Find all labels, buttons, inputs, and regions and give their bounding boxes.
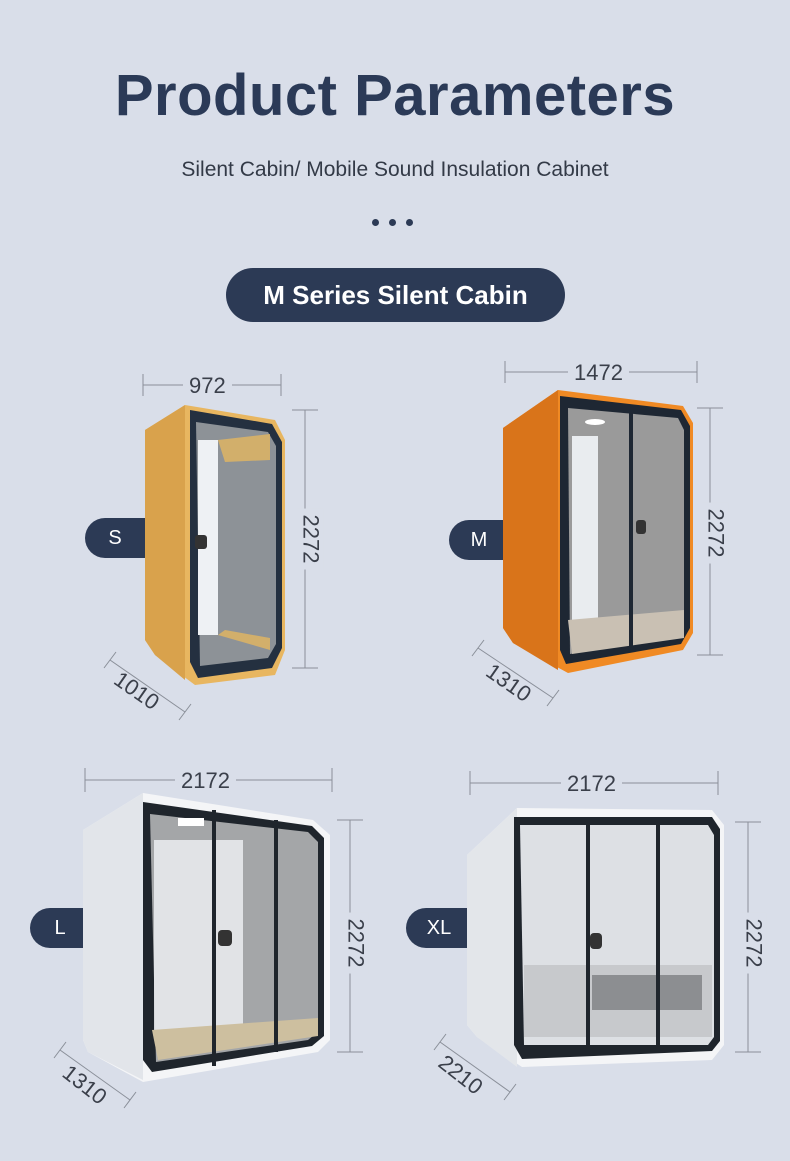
booth-l-image [83, 793, 330, 1082]
ellipsis-divider [372, 219, 413, 226]
width-label-xl: 2172 [561, 771, 622, 797]
height-label-s: 2272 [297, 508, 324, 570]
height-label-l: 2272 [342, 912, 369, 974]
series-label: M Series Silent Cabin [226, 268, 565, 322]
size-tab-s: S [85, 518, 145, 558]
width-label-m: 1472 [568, 360, 629, 386]
booth-xl-image [467, 808, 724, 1067]
booth-m-image [503, 390, 693, 673]
size-tab-m: M [449, 520, 509, 560]
page-subtitle: Silent Cabin/ Mobile Sound Insulation Ca… [181, 158, 609, 181]
height-label-xl: 2272 [740, 912, 767, 974]
size-tab-xl: XL [406, 908, 472, 948]
width-label-l: 2172 [175, 768, 236, 794]
height-label-m: 2272 [702, 502, 729, 564]
size-tab-l: L [30, 908, 90, 948]
booth-s-image [145, 405, 285, 685]
page-title: Product Parameters [114, 63, 676, 128]
width-label-s: 972 [183, 373, 232, 399]
